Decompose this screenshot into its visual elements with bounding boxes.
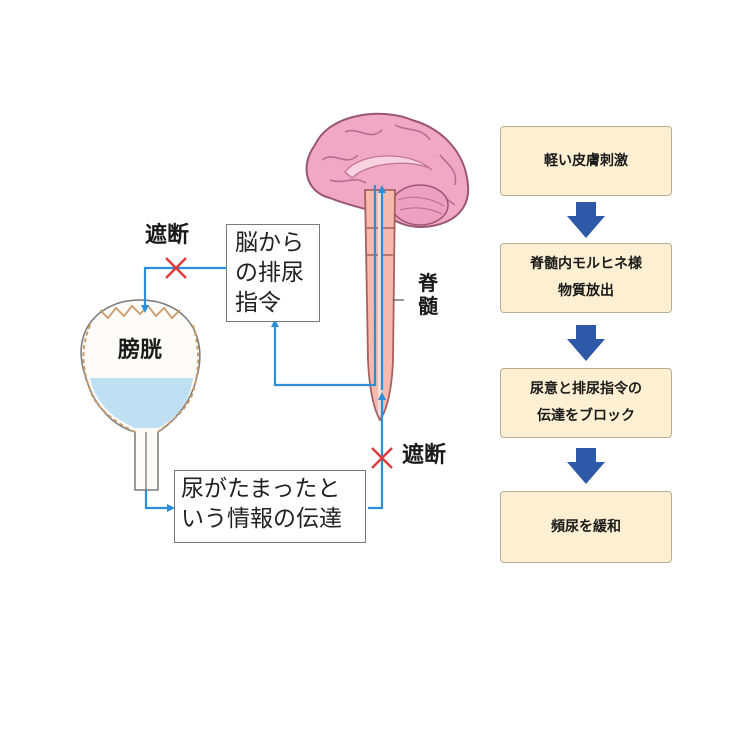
block-mark-top [165, 257, 187, 279]
command-to-bladder-line [141, 266, 226, 313]
flow-step-text: 脊髄内モルヒネ様 [530, 256, 642, 273]
bladder-info-box: 尿がたまったと いう情報の伝達 [174, 470, 366, 543]
brain-command-box: 脳から の排尿 指令 [226, 224, 320, 322]
flow-step-block-signal: 尿意と排尿指令の 伝達をブロック [500, 368, 672, 438]
flow-step-relieve-frequency: 頻尿を緩和 [500, 491, 672, 563]
flow-arrow-down-icon [567, 325, 605, 361]
spine-label: 脊髄 [418, 271, 438, 318]
spinal-cord-illustration [364, 189, 404, 422]
block-label-top: 遮断 [145, 223, 190, 248]
bladder-info-line: 尿がたまったと [181, 476, 341, 502]
descending-signal-line [271, 185, 377, 387]
flow-step-morphine-release: 脊髄内モルヒネ様 物質放出 [500, 243, 672, 313]
flow-step-text: 軽い皮膚刺激 [544, 152, 628, 169]
brain-command-line: 脳から [235, 230, 304, 256]
block-label-bottom: 遮断 [402, 443, 447, 468]
flow-step-text: 尿意と排尿指令の [530, 381, 642, 398]
bladder-info-line: いう情報の伝達 [181, 505, 342, 532]
flow-step-text: 伝達をブロック [537, 408, 635, 424]
flow-step-text: 物質放出 [558, 283, 614, 299]
flow-step-text: 頻尿を緩和 [551, 518, 621, 535]
info-to-spine-line [368, 392, 386, 510]
flow-arrow-down-icon [567, 448, 605, 484]
block-mark-bottom [371, 447, 393, 469]
bladder-to-info-line [144, 490, 175, 512]
bladder-label: 膀胱 [118, 338, 163, 363]
signal-paths [141, 185, 386, 512]
brain-command-line: 指令 [235, 289, 281, 316]
brain-command-line: の排尿 [235, 259, 304, 286]
flow-step-skin-stimulus: 軽い皮膚刺激 [500, 126, 672, 196]
brain-illustration [305, 112, 470, 228]
flow-arrow-down-icon [567, 202, 605, 238]
bladder-illustration [80, 299, 201, 491]
